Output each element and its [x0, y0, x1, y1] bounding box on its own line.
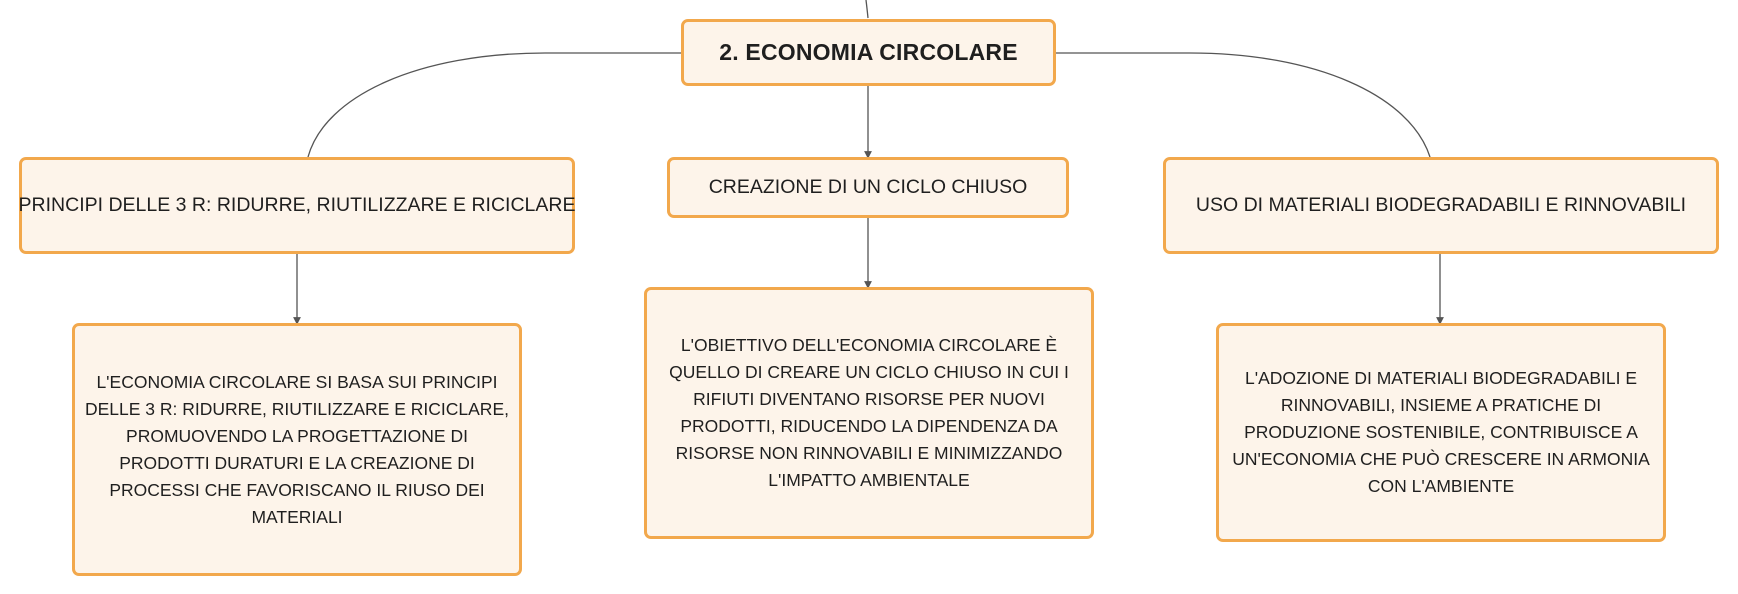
root-label: 2. ECONOMIA CIRCOLARE [719, 39, 1018, 65]
branch-node-biodegradable-materials[interactable]: USO DI MATERIALI BIODEGRADABILI E RINNOV… [1163, 157, 1719, 254]
connector-root-to-branch-1 [307, 52, 682, 158]
connector-incoming [865, 0, 869, 19]
detail-text: L'ECONOMIA CIRCOLARE SI BASA SUI PRINCIP… [85, 371, 509, 527]
detail-node-3r-principles[interactable]: L'ECONOMIA CIRCOLARE SI BASA SUI PRINCIP… [72, 323, 522, 576]
branch-label: CREAZIONE DI UN CICLO CHIUSO [708, 176, 1028, 198]
detail-text: L'ADOZIONE DI MATERIALI BIODEGRADABILI E… [1232, 368, 1650, 496]
root-node[interactable]: 2. ECONOMIA CIRCOLARE [681, 19, 1056, 86]
branch-label: USO DI MATERIALI BIODEGRADABILI E RINNOV… [1195, 194, 1687, 216]
branch-node-closed-cycle[interactable]: CREAZIONE DI UN CICLO CHIUSO [667, 157, 1069, 218]
detail-node-closed-cycle[interactable]: L'OBIETTIVO DELL'ECONOMIA CIRCOLARE È QU… [644, 287, 1094, 539]
branch-node-3r-principles[interactable]: PRINCIPI DELLE 3 R: RIDURRE, RIUTILIZZAR… [19, 157, 575, 254]
detail-text: L'OBIETTIVO DELL'ECONOMIA CIRCOLARE È QU… [669, 335, 1069, 490]
connector-root-to-branch-3 [1056, 52, 1431, 158]
detail-node-biodegradable-materials[interactable]: L'ADOZIONE DI MATERIALI BIODEGRADABILI E… [1216, 323, 1666, 542]
branch-label: PRINCIPI DELLE 3 R: RIDURRE, RIUTILIZZAR… [18, 194, 576, 216]
